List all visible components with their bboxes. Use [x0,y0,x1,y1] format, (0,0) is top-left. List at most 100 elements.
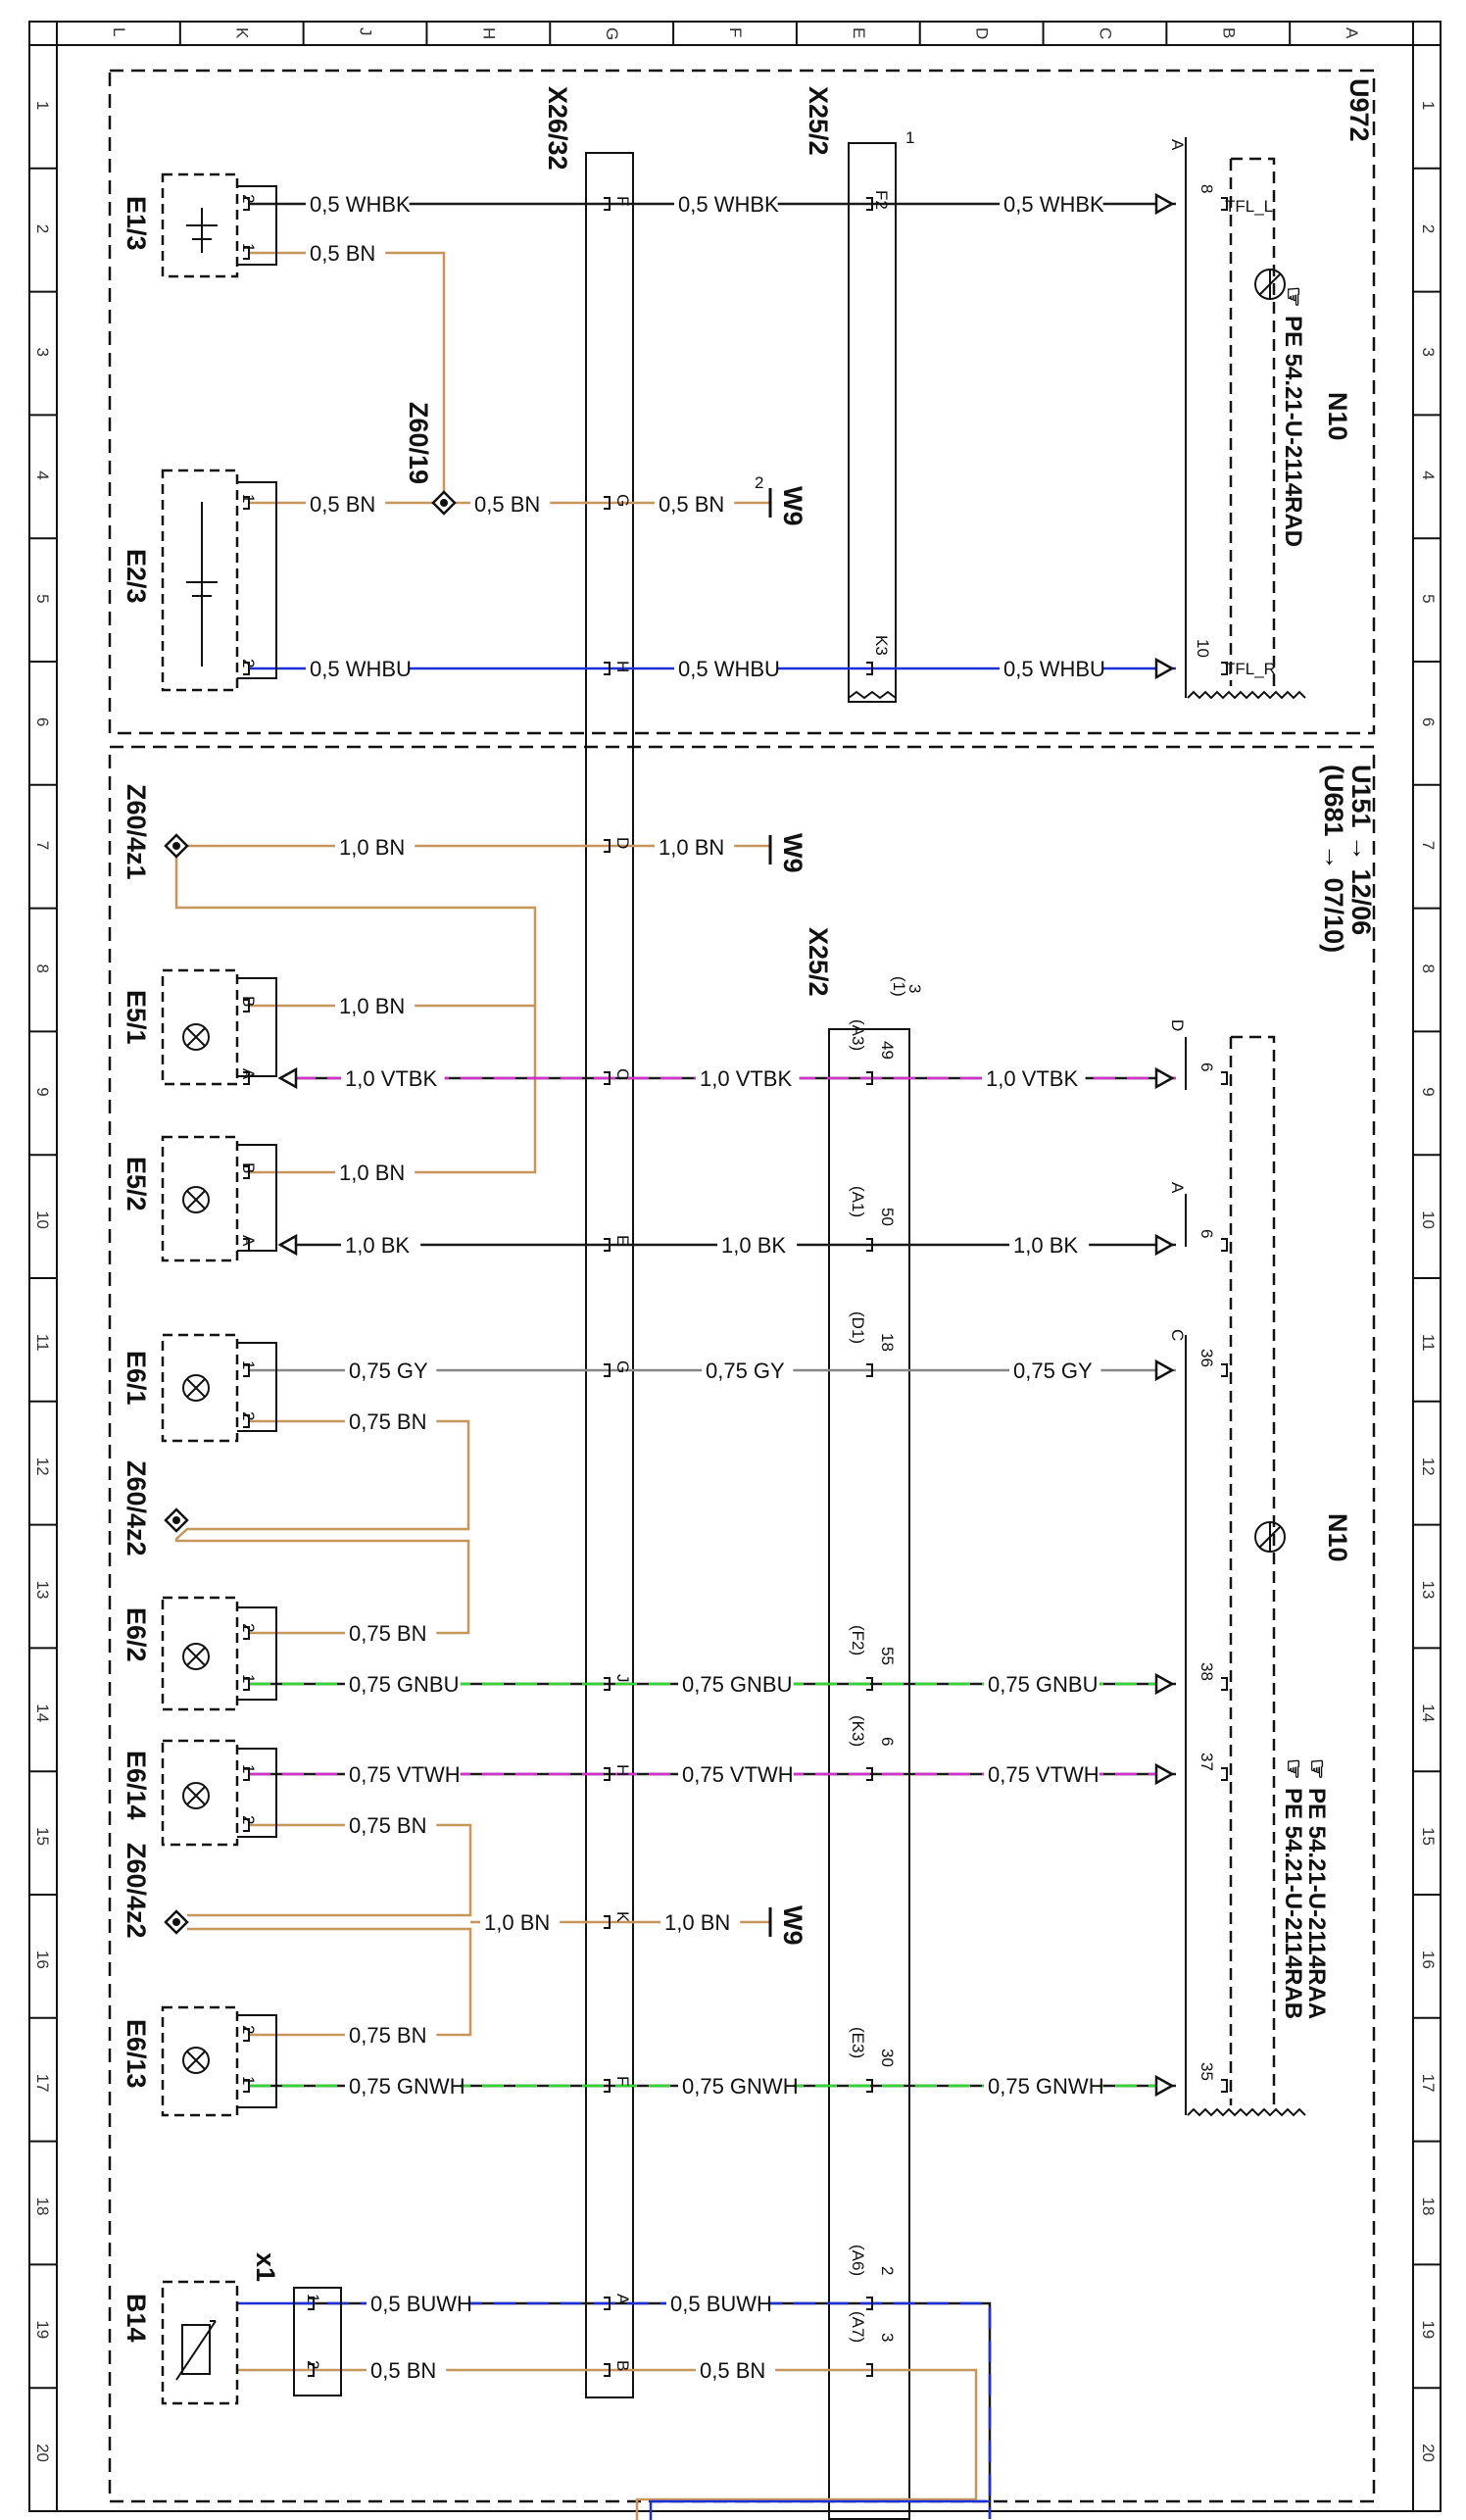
wire-label-bg [306,492,386,518]
pin-tick [1221,1071,1228,1085]
wire-label-bg [655,835,735,861]
grid-col-K: K [233,27,252,39]
x26-pin-A: A [613,2294,632,2305]
wire-label-bg [345,1813,437,1839]
comp-pin-e13_2: 2 [239,194,258,203]
grid-row-left-18: 18 [33,2198,52,2216]
grid-col-L: L [110,27,128,36]
arrow-n10-5 [1154,1672,1175,1696]
label-x25-bot-sub: (1) [890,976,908,997]
wire-label-bg [678,1762,794,1788]
n10-pin-p37: 37 [1197,1753,1216,1771]
grid-row-right-6: 6 [1419,717,1438,726]
wire-label-bg [480,1910,561,1936]
label-w9-c: W9 [778,1905,807,1946]
pin-tick [604,1677,611,1691]
pin-tick [1221,1363,1228,1377]
wire-label-w3b: 0,5 BN [474,492,540,517]
x26-pin-J: J [613,1674,632,1683]
x26-pin-G1: G [613,494,632,507]
grid-row-right-17: 17 [1419,2074,1438,2093]
grid-row-right-18: 18 [1419,2198,1438,2216]
grid-row-right-15: 15 [1419,1827,1438,1846]
x25-bot-pin-p55: 55 [878,1647,897,1665]
wires [174,192,1176,2520]
n10-pin-p35: 35 [1197,2062,1216,2081]
wire-label-bg [660,1910,741,1936]
comp-pin-e613_2: 2 [239,2025,258,2034]
wire-label-w15: 0,75 BN [349,1813,427,1838]
pe-ref-bot2: PE 54.21-U-2114RAB [1280,1788,1306,2019]
wire-label-bg [306,241,386,267]
wire-label-w17: 0,75 BN [349,2023,427,2048]
wire-buwh-bot [649,2499,990,2520]
n10-pin-p6b: 6 [1197,1229,1216,1238]
grid-col-J: J [357,27,375,36]
wire-label-w18a: 0,75 GNWH [349,2074,465,2099]
pin-tick [604,1071,611,1085]
grid-row-left-15: 15 [33,1827,52,1846]
x25-bot-pin-p18: 18 [878,1333,897,1352]
pin-ticks [243,197,1228,2377]
wire-label-w10b: 0,75 GY [706,1359,785,1383]
wire-label-bg [335,994,415,1019]
label-x1: x1 [251,2252,280,2282]
wire-label-w4a: 0,5 WHBU [310,657,412,681]
grid-row-left-7: 7 [33,841,52,850]
wire-label-w16a: 1,0 BN [484,1910,550,1935]
pin-tick [243,1238,250,1252]
wire-label-w1b: 0,5 WHBK [678,192,779,217]
grid-row-left-3: 3 [33,348,52,357]
pin-tick [604,839,611,853]
grid-row-right-2: 2 [1419,224,1438,233]
wire-label-bg [1000,657,1103,682]
wire-label-w4b: 0,5 WHBU [678,657,780,681]
wire-label-bg [666,2292,770,2317]
grid-row-right-5: 5 [1419,594,1438,603]
label-e6-2: E6/2 [122,1607,151,1662]
pin-tick [604,2079,611,2093]
section-u681-label: (U681 → 07/10) [1319,765,1348,953]
wire-label-w2: 0,5 BN [310,241,375,266]
label-e5-2: E5/2 [122,1157,151,1211]
grid-row-right-3: 3 [1419,348,1438,357]
wire-label-w4c: 0,5 WHBU [1003,657,1105,681]
wire-label-bg [335,835,415,861]
label-e6-14: E6/14 [122,1751,151,1820]
grid-row-left-4: 4 [33,470,52,479]
wire-label-w10c: 0,75 GY [1013,1359,1093,1383]
label-n10-bot: N10 [1323,1513,1352,1562]
wire-label-w18c: 0,75 GNWH [988,2074,1104,2099]
wire-label-w10a: 0,75 GY [349,1359,428,1383]
x25-bot-pin-p30: 30 [878,2049,897,2067]
pin-tick [243,246,250,260]
arrow-n10-4 [1154,1359,1175,1382]
label-w9-b: W9 [778,833,807,873]
grid-col-D: D [973,27,992,39]
wire-label-w12: 0,75 BN [349,1621,427,1646]
component-symbols [175,208,1286,2381]
wire-label-w11: 0,75 BN [349,1409,427,1434]
x25-bot-pin-p30s: (E3) [849,2027,867,2058]
wire-label-bg [674,192,778,218]
section-u151-label: U151 → 12/06 [1346,765,1376,935]
grid-frame [28,21,1442,2512]
grid-row-left-8: 8 [33,964,52,973]
wire-label-w9c: 1,0 BK [1013,1233,1078,1258]
n10-modules [1229,157,1276,2105]
pe-icon-bot2: ☞ [1280,1758,1306,1780]
wire-label-bg [366,2358,447,2384]
wire-label-bg [345,2023,437,2049]
pin-tick [866,1238,873,1252]
x26-pin-H2: H [613,1764,632,1776]
label-z60-4z2a: Z60/4z2 [122,1460,151,1556]
pin-tick [1221,1238,1228,1252]
arrow-e52 [277,1233,298,1257]
comp-pin-e62_2: 2 [239,1623,258,1632]
grid-row-right-1: 1 [1419,101,1438,110]
wire-label-bg [674,657,778,682]
grid-row-right-12: 12 [1419,1458,1438,1476]
wire-label-w8: 1,0 BN [339,1161,405,1185]
wire-label-bg [341,1233,421,1259]
pin-n10-A: A [1168,139,1187,151]
